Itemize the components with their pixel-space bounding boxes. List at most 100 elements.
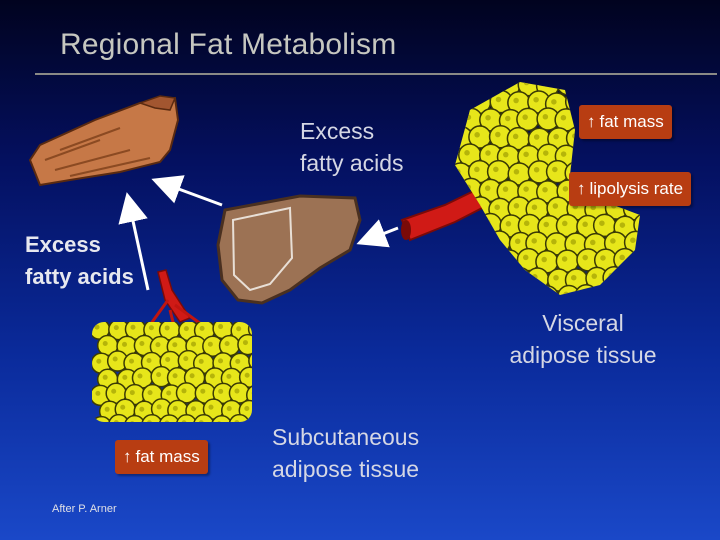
fat-cell-nucleus	[173, 406, 178, 411]
fat-cell-nucleus	[581, 79, 587, 85]
fat-cell-nucleus	[234, 420, 239, 425]
fat-cell-nucleus	[619, 255, 625, 261]
fat-cell-nucleus	[630, 237, 636, 243]
fat-cell-nucleus	[562, 256, 568, 262]
fat-cell-nucleus	[551, 239, 557, 245]
fat-cell	[577, 144, 599, 166]
fat-cell-nucleus	[505, 292, 511, 298]
fat-cell-nucleus	[466, 114, 472, 120]
fat-cell-nucleus	[513, 98, 519, 104]
fat-cell-nucleus	[455, 169, 461, 175]
fat-cell	[615, 145, 637, 167]
fat-cell-nucleus	[181, 388, 186, 393]
fat-cell	[440, 285, 462, 307]
fat-cell-nucleus	[494, 273, 500, 279]
fat-cell-nucleus	[184, 326, 189, 331]
fat-cell-nucleus	[638, 257, 644, 263]
fat-cell	[469, 232, 491, 254]
fat-cell-nucleus	[164, 421, 169, 426]
fat-cell-nucleus	[457, 272, 463, 278]
fat-cell	[238, 335, 258, 355]
fat-cell-nucleus	[639, 220, 645, 226]
fat-cell-nucleus	[130, 325, 135, 330]
fat-cell-nucleus	[225, 341, 230, 346]
fat-cell	[194, 415, 214, 435]
fat-cell-nucleus	[494, 237, 500, 243]
fat-cell-nucleus	[208, 405, 213, 410]
fat-cell-nucleus	[446, 291, 452, 297]
fat-cell-nucleus	[553, 134, 559, 140]
fat-cell-nucleus	[113, 357, 118, 362]
fat-cell	[632, 251, 654, 273]
fat-cell-nucleus	[495, 132, 501, 138]
arrow-liver-to-muscle	[157, 181, 222, 205]
fat-cell	[459, 73, 481, 95]
fat-cell	[633, 73, 655, 95]
fat-cell-nucleus	[609, 273, 615, 279]
fat-cell	[451, 266, 473, 288]
fat-cell-nucleus	[620, 151, 626, 157]
fat-cell-nucleus	[542, 81, 548, 87]
fat-cell-nucleus	[599, 220, 605, 226]
label-subcutaneous-adipose: Subcutaneous adipose tissue	[272, 421, 419, 485]
fat-cell-nucleus	[149, 325, 154, 330]
fat-cell-nucleus	[485, 80, 491, 86]
fat-cell	[500, 286, 522, 308]
fat-cell	[450, 303, 472, 325]
fat-cell-nucleus	[542, 292, 548, 298]
fat-cell-nucleus	[523, 152, 529, 158]
fat-cell-nucleus	[514, 169, 520, 175]
fat-cell-nucleus	[95, 391, 100, 396]
fat-cell-nucleus	[191, 342, 196, 347]
liver-illustration	[218, 196, 360, 303]
fat-cell-nucleus	[628, 274, 634, 280]
fat-cell-nucleus	[590, 240, 596, 246]
fat-cell-nucleus	[208, 342, 213, 347]
fat-cell-nucleus	[465, 184, 471, 190]
fat-cell	[613, 285, 635, 307]
fat-cell-nucleus	[572, 133, 578, 139]
fat-cell-nucleus	[561, 151, 567, 157]
fat-cell-nucleus	[571, 275, 577, 281]
fat-cell-nucleus	[165, 357, 170, 362]
fat-cell	[479, 249, 501, 271]
fat-cell-nucleus	[503, 186, 509, 192]
fat-cell-nucleus	[503, 152, 509, 158]
fat-cell-nucleus	[155, 342, 160, 347]
fat-cell	[576, 73, 598, 95]
fat-cell	[91, 417, 111, 437]
fat-cell	[461, 216, 483, 238]
fat-cell-nucleus	[210, 373, 215, 378]
fat-cell-nucleus	[147, 358, 152, 363]
fat-cell-nucleus	[474, 132, 480, 138]
fat-cell-nucleus	[544, 222, 550, 228]
label-visceral-adipose: Visceral adipose tissue	[503, 307, 663, 371]
fat-cell-nucleus	[129, 359, 134, 364]
fat-cell-nucleus	[514, 274, 520, 280]
fat-cell	[442, 250, 464, 272]
fat-cell-nucleus	[620, 80, 626, 86]
fat-cell-nucleus	[475, 309, 481, 315]
fat-cell	[470, 302, 492, 324]
fat-cell-nucleus	[148, 390, 153, 395]
fat-cell-nucleus	[563, 292, 569, 298]
fat-cell-nucleus	[600, 255, 606, 261]
fat-cell-nucleus	[226, 374, 231, 379]
fat-cell-nucleus	[190, 373, 195, 378]
fat-cell-nucleus	[534, 134, 540, 140]
fat-cell-nucleus	[156, 372, 161, 377]
fat-cell-nucleus	[182, 420, 187, 425]
fat-cell-nucleus	[582, 222, 588, 228]
fat-cell-nucleus	[254, 324, 259, 329]
badge-visceral-fat-mass: ↑fat mass	[579, 105, 672, 139]
fat-cell	[536, 286, 558, 308]
fat-cell-nucleus	[638, 79, 644, 85]
fat-cell-nucleus	[514, 203, 520, 209]
fat-cell-nucleus	[582, 150, 588, 156]
subcutaneous-fat-cells	[89, 319, 276, 437]
fat-cell	[256, 400, 276, 420]
fat-cell-nucleus	[464, 150, 470, 156]
fat-cell-nucleus	[199, 420, 204, 425]
fat-cell-nucleus	[629, 97, 635, 103]
